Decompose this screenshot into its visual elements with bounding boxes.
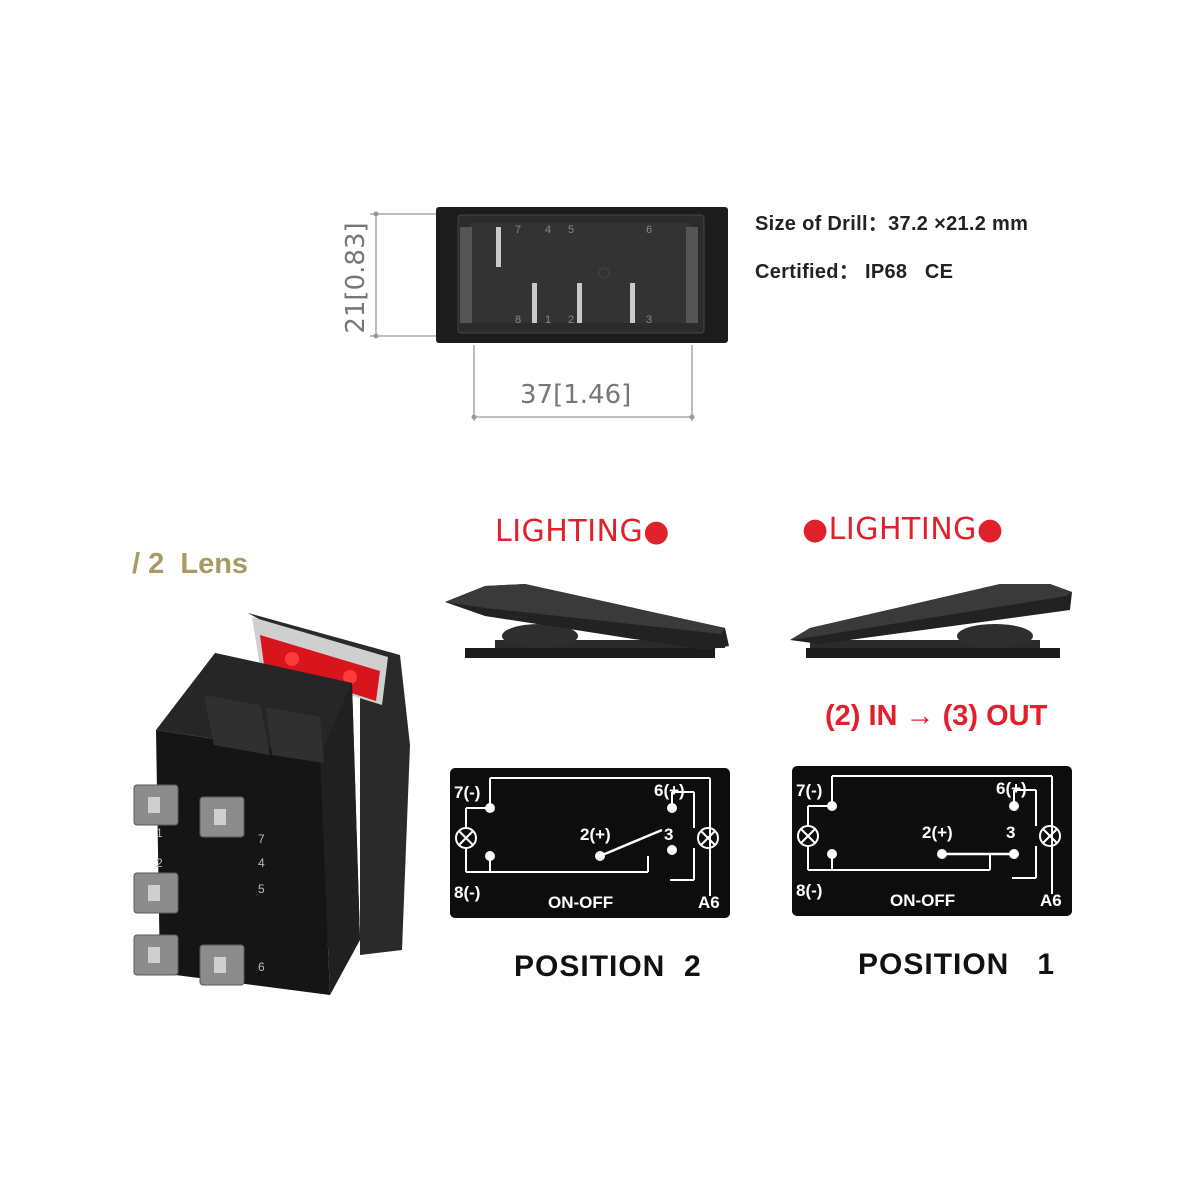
rocker-switch-illustration: 7 1 4 2 5 6 [133, 613, 410, 995]
height-inch: 0.83 [341, 232, 371, 291]
position-2-title: POSITION 2 [514, 950, 702, 983]
lamp-icon [797, 825, 819, 847]
pin-label-2: 2 [568, 314, 574, 326]
pin-label-6: 6 [646, 224, 652, 236]
rocker-tilted-right [790, 584, 1072, 658]
pin-label-5: 5 [568, 224, 574, 236]
terminal-3: 3 [664, 825, 673, 844]
height-mm: 21 [341, 300, 371, 334]
wiring-diagram-position-1: 7(-) 6(+) 2(+) 3 8(-) ON-OFF A6 [792, 766, 1072, 916]
rocker-side-view-position-2 [445, 578, 735, 668]
pin-label-3: 3 [646, 314, 652, 326]
width-mm: 37 [520, 380, 554, 410]
pin-label-4: 4 [545, 224, 551, 236]
height-dimension: 21[0.83] [341, 222, 371, 334]
photo-pin-5: 5 [258, 882, 265, 896]
current-flow-label: (2) IN → (3) OUT [825, 700, 1048, 732]
terminal-6: 6(+) [996, 779, 1027, 798]
pin-label-7: 7 [515, 224, 521, 236]
photo-pin-1: 1 [156, 826, 163, 840]
terminal-7: 7(-) [796, 781, 822, 800]
switch-photo: 7 1 4 2 5 6 [120, 605, 420, 1015]
terminal-2: 2(+) [580, 825, 611, 844]
width-inch: 1.46 [563, 380, 622, 410]
photo-pin-4: 4 [258, 856, 265, 870]
pin-label-8: 8 [515, 314, 521, 326]
lighting-label-position-1: ●LIGHTING● [802, 512, 1004, 547]
lens-label: / 2 Lens [132, 548, 249, 580]
lamp-icon [697, 827, 719, 849]
terminal-7: 7(-) [454, 783, 480, 802]
photo-pin-6: 6 [258, 960, 265, 974]
position-1-title: POSITION 1 [858, 948, 1056, 981]
mode-label: ON-OFF [890, 891, 955, 910]
rocker-side-view-position-1 [790, 578, 1080, 668]
terminal-8: 8(-) [454, 883, 480, 902]
wiring-diagram-position-2: 7(-) 6(+) 2(+) 3 8(-) ON-OFF A6 [450, 768, 730, 918]
pin-label-1: 1 [545, 314, 551, 326]
lamp-icon [1039, 825, 1061, 847]
certification-spec: Certified： IP68 CE [755, 261, 954, 283]
rocker-tilted-left [445, 584, 729, 658]
code-label: A6 [698, 893, 720, 912]
terminal-6: 6(+) [654, 781, 685, 800]
photo-pin-2: 2 [156, 856, 163, 870]
terminal-2: 2(+) [922, 823, 953, 842]
terminal-3: 3 [1006, 823, 1015, 842]
switch-back-view: 7 4 5 6 8 1 2 3 [370, 207, 728, 421]
dimension-drawing: 7 4 5 6 8 1 2 3 [330, 195, 730, 435]
schematic-position-1: 7(-) 6(+) 2(+) 3 8(-) ON-OFF A6 [792, 766, 1072, 916]
code-label: A6 [1040, 891, 1062, 910]
lamp-icon [455, 827, 477, 849]
drill-size-spec: Size of Drill：37.2 ×21.2 mm [755, 213, 1029, 235]
lighting-label-position-2: LIGHTING● [495, 514, 670, 549]
terminal-8: 8(-) [796, 881, 822, 900]
mode-label: ON-OFF [548, 893, 613, 912]
width-dimension: 37[1.46] [520, 380, 632, 410]
schematic-position-2: 7(-) 6(+) 2(+) 3 8(-) ON-OFF A6 [450, 768, 730, 918]
photo-pin-7: 7 [258, 832, 265, 846]
